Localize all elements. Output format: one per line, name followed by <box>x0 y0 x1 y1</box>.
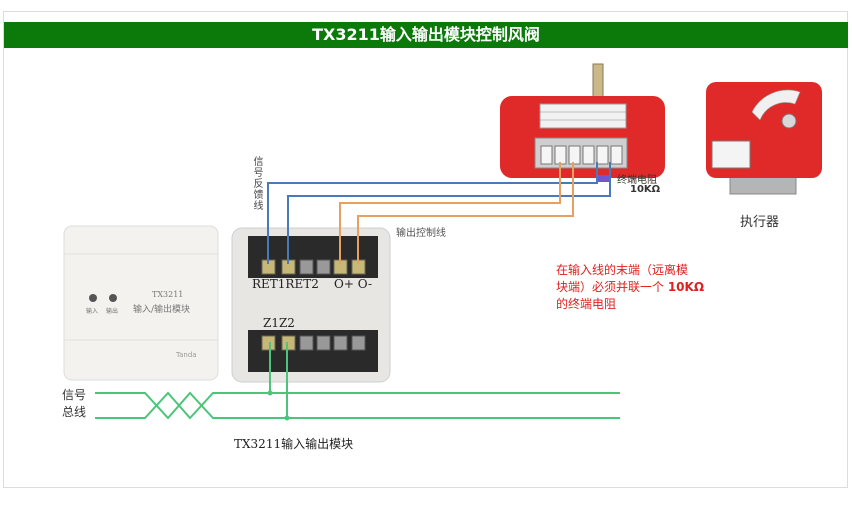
feedback-line-label: 信号反馈线 <box>251 156 262 211</box>
module-front-panel <box>63 225 219 381</box>
terminal-resistor-label: 终端电阻 <box>617 175 657 186</box>
note-line-3: 的终端电阻 <box>556 297 617 311</box>
actuator-image <box>706 82 822 195</box>
signal-bus-label-1: 信号 <box>62 388 87 402</box>
panel-brand: Tanda <box>176 351 197 359</box>
terminal-resistor-value: 10KΩ <box>630 184 661 195</box>
output-control-line-label: 输出控制线 <box>396 228 446 239</box>
control-wires <box>339 162 574 264</box>
terminal-resistor-note: 在输入线的末端（远离模 块端）必须并联一个 10KΩ 的终端电阻 <box>556 262 746 313</box>
terminal-bus-label: Z1Z2 <box>263 316 295 330</box>
module-caption: TX3211输入输出模块 <box>234 437 354 451</box>
panel-led-input: 输入 <box>86 308 99 315</box>
note-line-1: 在输入线的末端（远离模 <box>556 263 689 277</box>
actuator-label: 执行器 <box>740 215 780 230</box>
page-title: TX3211输入输出模块控制风阀 <box>4 22 848 48</box>
signal-bus-label-2: 总线 <box>62 405 87 419</box>
panel-name: 输入/输出模块 <box>133 305 191 315</box>
panel-model: TX3211 <box>152 290 184 299</box>
signal-bus-wires <box>95 342 620 420</box>
note-line-2-text: 块端）必须并联一个 <box>556 280 668 294</box>
feedback-wires <box>267 162 611 264</box>
terminal-ret-label: RET1RET2 <box>252 277 319 291</box>
terminal-output-label: O+ O- <box>334 277 373 291</box>
panel-led-output: 输出 <box>106 308 119 315</box>
note-line-2: 块端）必须并联一个 10KΩ <box>556 279 746 296</box>
fire-damper-image <box>500 63 665 182</box>
module-base-terminals <box>231 227 391 383</box>
note-resistor-value: 10KΩ <box>667 280 705 294</box>
